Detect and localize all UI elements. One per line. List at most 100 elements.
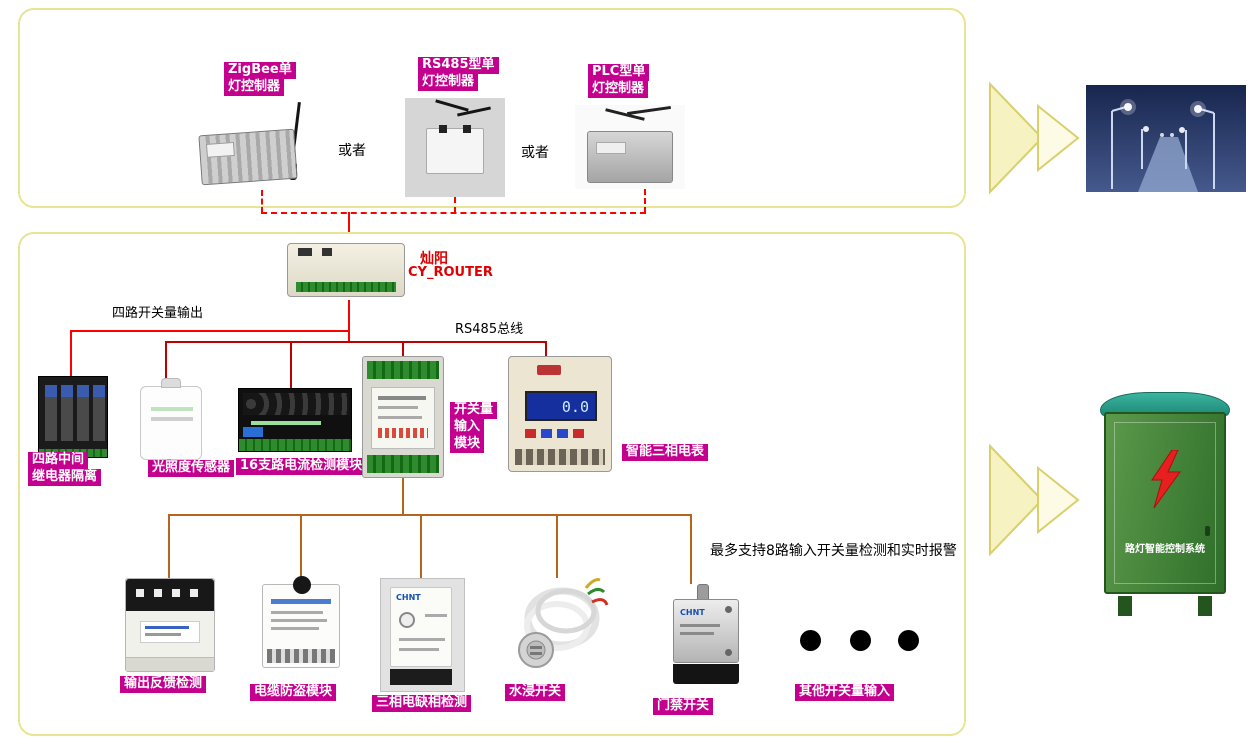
plc-controller-photo <box>575 105 685 189</box>
water-switch-photo <box>518 578 609 668</box>
meter-button <box>557 429 568 438</box>
wire-dashed-zigbee <box>261 190 263 213</box>
wire <box>627 105 671 116</box>
wire-drop-cable <box>300 514 302 580</box>
current-module-photo <box>238 388 352 452</box>
terminal-strip-bottom <box>367 455 439 473</box>
label-line: ZigBee单 <box>224 62 296 79</box>
router-photo <box>287 239 405 301</box>
contact-dot <box>136 589 144 597</box>
cabinet-caption: 路灯智能控制系统 <box>1125 544 1205 555</box>
label-line: 16支路电流检测模块 <box>236 458 367 475</box>
cabinet-body: 路灯智能控制系统 <box>1104 412 1226 594</box>
label-light-sensor: 光照度传感器 <box>148 460 235 477</box>
alarm-note: 最多支持8路输入开关量检测和实时报警 <box>710 543 957 559</box>
wire-drop-water <box>556 514 558 578</box>
relay <box>77 385 89 441</box>
module-text-line <box>271 611 323 614</box>
relay-text-line <box>399 638 445 641</box>
terminal-strip-top <box>367 361 439 379</box>
terminal-strip <box>515 449 605 465</box>
relay <box>61 385 73 441</box>
bus-drop-sensor <box>165 341 167 387</box>
bus-drop-di <box>402 341 404 357</box>
label-line: PLC型单 <box>588 64 650 81</box>
meter-photo: 0.0 <box>508 356 612 472</box>
wire-drop-door <box>690 514 692 584</box>
led-row <box>378 428 428 438</box>
label-line: 输入 <box>450 418 485 436</box>
phase-detect-photo: CHNT <box>380 578 465 692</box>
label-plc-controller: PLC型单 灯控制器 <box>588 64 650 98</box>
meter-button <box>541 429 552 438</box>
label-line: 灯控制器 <box>588 80 649 98</box>
label-line: 开关量 <box>450 402 498 419</box>
arrow-to-cabinet-icon <box>989 443 1080 557</box>
module-text-line <box>271 627 319 630</box>
terminal-strip <box>296 282 396 292</box>
label-line: 门禁开关 <box>653 698 714 715</box>
sticker <box>596 142 626 154</box>
rs485-bus-label: RS485总线 <box>455 322 524 337</box>
label-other-inputs: 其他开关量输入 <box>795 684 895 701</box>
relay <box>45 385 57 441</box>
meter-button <box>525 429 536 438</box>
cabinet-leg <box>1198 596 1212 616</box>
label-line: RS485型单 <box>418 57 499 74</box>
relay <box>93 385 105 441</box>
plunger <box>697 584 709 600</box>
contact-dot <box>190 589 198 597</box>
terminal-strip <box>239 439 351 451</box>
relay-base <box>390 669 452 685</box>
knob <box>293 576 311 594</box>
label-line: 模块 <box>450 435 485 453</box>
module-title-line <box>271 599 331 604</box>
gland <box>439 125 447 133</box>
label-rs485-controller: RS485型单 灯控制器 <box>418 57 499 91</box>
label-feedback: 输出反馈检测 <box>120 676 207 693</box>
rs485-controller-photo <box>405 98 505 197</box>
label-line: 灯控制器 <box>224 78 285 96</box>
wire-di-down <box>402 478 404 516</box>
label-line: 其他开关量输入 <box>795 684 895 701</box>
label-line: 四路中间 <box>28 452 89 469</box>
sensor-text-line <box>151 417 193 421</box>
panel-text-line <box>378 406 418 409</box>
meter-button <box>573 429 584 438</box>
light-sensor-photo <box>140 378 202 469</box>
switch-text-line <box>680 632 714 635</box>
front-panel <box>371 387 435 449</box>
cabinet-leg <box>1118 596 1132 616</box>
port <box>298 248 312 256</box>
label-line: 光照度传感器 <box>148 460 235 477</box>
control-cabinet-photo: 路灯智能控制系统 <box>1100 392 1230 616</box>
sticker <box>205 141 235 158</box>
label-line: 灯控制器 <box>418 73 479 91</box>
streetlights-night-photo <box>1086 85 1246 192</box>
terminal-strip <box>267 649 335 663</box>
dial <box>399 612 415 628</box>
brand-text: CHNT <box>680 608 705 617</box>
ellipsis-dot <box>850 630 871 651</box>
or-text-2: 或者 <box>521 145 549 161</box>
label-line: 电缆防盗模块 <box>250 684 337 701</box>
meter-logo <box>537 365 561 375</box>
wire-router-down <box>348 300 350 343</box>
meter-lcd: 0.0 <box>525 391 597 421</box>
board-text-line <box>251 421 321 425</box>
cabinet-door <box>1114 422 1216 584</box>
nameplate <box>140 621 200 643</box>
feedback-contactor-photo <box>125 578 215 672</box>
label-meter: 智能三相电表 <box>622 444 709 461</box>
lightning-bolt-icon <box>1151 450 1181 509</box>
bus-drop-meter <box>545 341 547 357</box>
router-body <box>287 243 405 297</box>
four-way-output-label: 四路开关量输出 <box>112 306 204 321</box>
wire-to-relay <box>70 330 72 378</box>
brand-text: CHNT <box>396 593 421 602</box>
wire-to-router <box>348 212 350 242</box>
label-phase-detect: 三相电缺相检测 <box>372 695 472 712</box>
wire-drop-feedback <box>168 514 170 578</box>
router-model: CY_ROUTER <box>408 265 493 280</box>
